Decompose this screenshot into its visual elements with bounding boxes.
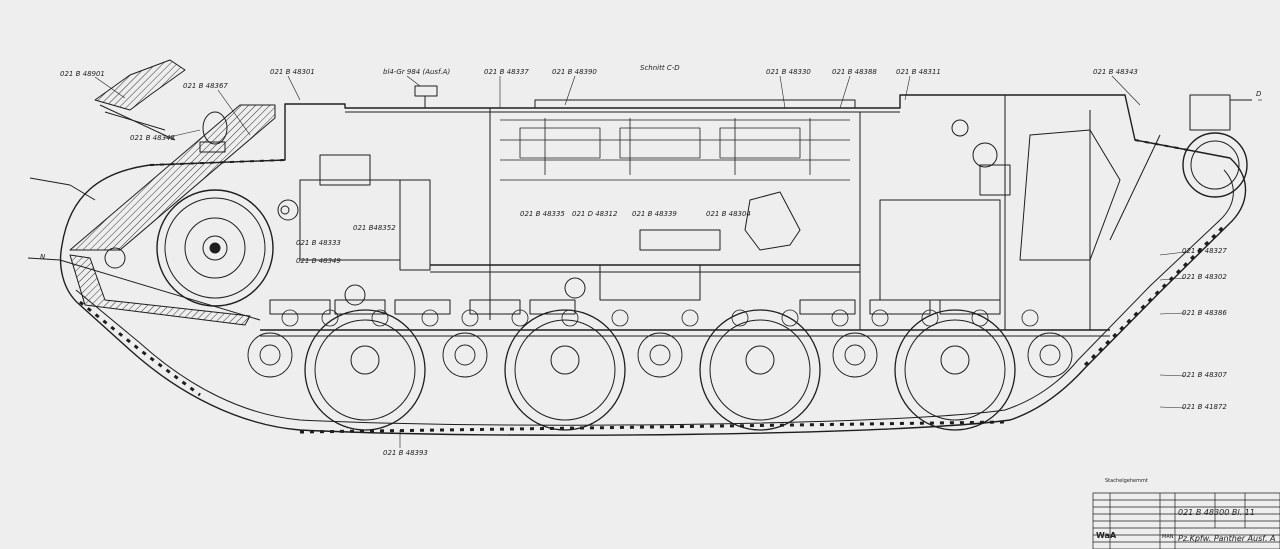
part-number-label: 021 B 48302 (1182, 273, 1227, 281)
part-number-label: 021 B 48333 (296, 239, 341, 247)
glacis-armour (69, 104, 276, 251)
part-number-callouts: 021 B 48901 021 B 48367 021 B 48348 021 B 4… (60, 68, 1227, 457)
linework (27, 59, 1280, 549)
part-number-label: 021 B 48335 (520, 210, 565, 218)
manufacturer: MAN (1162, 534, 1174, 540)
part-number-label: 021 B 48348 (130, 134, 175, 142)
issuing-office: WaA (1096, 531, 1117, 540)
part-number-label: 021 B 48386 (1182, 309, 1227, 317)
part-number-label: 021 B 48901 (60, 70, 105, 78)
part-number-label: 021 B 48311 (896, 68, 941, 76)
part-number-label: 021 B 48393 (383, 449, 428, 457)
part-number-label: 021 B 48339 (632, 210, 677, 218)
section-mark-left: N (40, 253, 46, 261)
part-number-label: 021 B 48367 (183, 82, 228, 90)
part-number-label: 021 B 48388 (832, 68, 877, 76)
section-title: Schnitt C-D (640, 64, 680, 72)
title-block-note: Stachelgehemmt (1105, 478, 1148, 484)
road-wheels (304, 309, 1016, 431)
part-number-label: 021 B 48390 (552, 68, 597, 76)
part-number-label: 021 D 48312 (572, 210, 618, 218)
rear-idler (1182, 132, 1248, 198)
part-number-label: 021 B 48349 (296, 257, 341, 265)
part-number-label: 021 B 48307 (1182, 371, 1227, 379)
drawing-title: Pz.Kpfw. Panther Ausf. A (1178, 534, 1276, 543)
part-number-label: 021 B 48304 (706, 210, 751, 218)
drawing-number: 021 B 48300 Bl. 11 (1178, 508, 1255, 517)
part-number-label: bl4-Gr 984 (Ausf.A) (383, 68, 450, 76)
drive-sprocket (156, 189, 274, 307)
part-number-label: 021 B 48327 (1182, 247, 1227, 255)
part-number-label: 021 B 48330 (766, 68, 811, 76)
part-number-label: 021 B 48301 (270, 68, 315, 76)
part-number-label: 021 B48352 (353, 224, 396, 232)
section-mark-top-right: D (1256, 90, 1262, 98)
title-block-frame (1092, 492, 1280, 549)
part-number-label: 021 B 48337 (484, 68, 529, 76)
part-number-label: 021 B 48343 (1093, 68, 1138, 76)
part-number-label: 021 B 41872 (1182, 403, 1227, 411)
track-inner-line (75, 169, 1234, 426)
